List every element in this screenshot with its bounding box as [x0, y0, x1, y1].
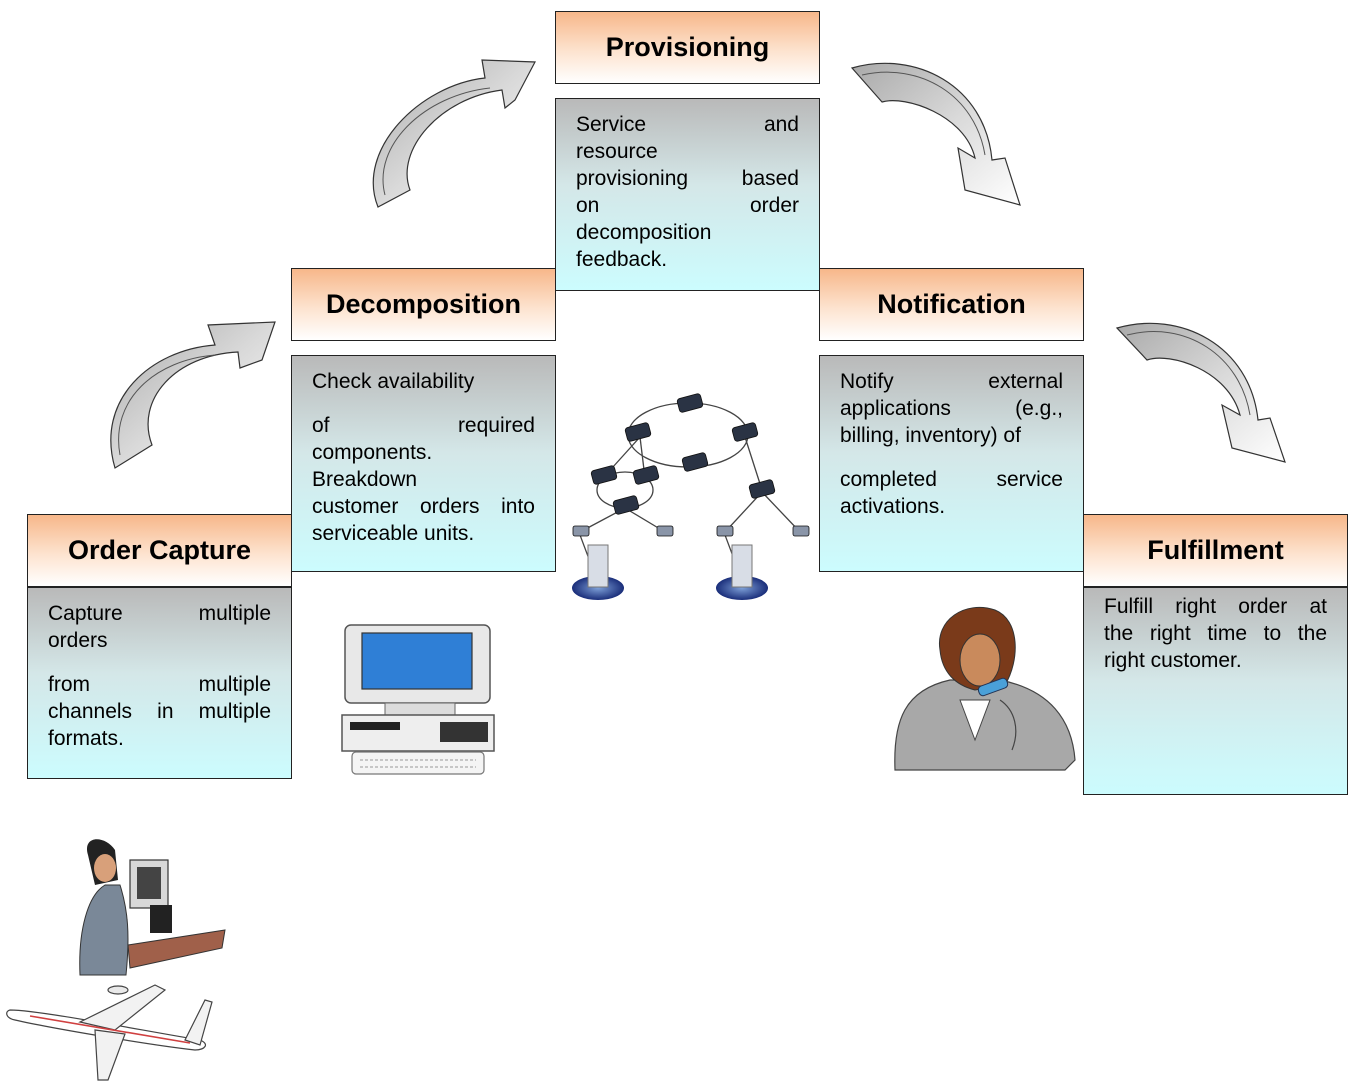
provisioning-line: resource	[576, 140, 658, 163]
provisioning-description: Service and resource provisioning based …	[555, 98, 820, 291]
provisioning-line: on order	[576, 194, 799, 217]
fulfillment-title: Fulfillment	[1083, 514, 1348, 587]
order-capture-line: Capture multiple	[48, 602, 271, 625]
order-capture-title-text: Order Capture	[67, 535, 252, 565]
decomposition-line: customer orders into	[312, 495, 535, 518]
curved-arrow-icon	[110, 321, 276, 469]
fulfillment-line: the right time to the	[1104, 622, 1327, 645]
fulfillment-title-text: Fulfillment	[1147, 535, 1284, 565]
notification-line: billing, inventory) of	[840, 424, 1021, 447]
server-icon	[572, 544, 768, 600]
computer-icon	[341, 624, 495, 775]
decomposition-para1: Check availability	[312, 370, 475, 393]
decomposition-title: Decomposition	[291, 268, 556, 341]
decomposition-description: Check availability of required component…	[291, 355, 556, 572]
phone-woman-icon	[894, 606, 1076, 771]
decomposition-line: components.	[312, 441, 433, 464]
notification-title: Notification	[819, 268, 1084, 341]
fulfillment-description: Fulfill right order at the right time to…	[1083, 587, 1348, 795]
provisioning-line: decomposition	[576, 221, 712, 244]
curved-arrow-icon	[372, 59, 536, 208]
provisioning-line: provisioning based	[576, 167, 799, 190]
airplane-icon	[6, 984, 213, 1081]
decomposition-line: serviceable units.	[312, 522, 475, 545]
order-capture-description: Capture multiple orders from multiple ch…	[27, 587, 292, 779]
decomposition-line: Breakdown	[312, 468, 418, 491]
provisioning-line: feedback.	[576, 248, 668, 271]
provisioning-title: Provisioning	[555, 11, 820, 84]
order-capture-line: orders	[48, 629, 108, 652]
order-capture-line: formats.	[48, 727, 124, 750]
order-capture-line: channels in multiple	[48, 700, 271, 723]
provisioning-line: Service and	[576, 113, 799, 136]
curved-arrow-icon	[850, 62, 1021, 206]
provisioning-title-text: Provisioning	[605, 32, 770, 62]
notification-description: Notify external applications (e.g., bill…	[819, 355, 1084, 572]
decomposition-line: of required	[312, 414, 535, 437]
order-capture-line: from multiple	[48, 673, 271, 696]
notification-line: applications (e.g.,	[840, 397, 1063, 420]
fulfillment-line: right customer.	[1104, 649, 1242, 672]
network-topology-icon	[572, 393, 810, 537]
decomposition-title-text: Decomposition	[325, 289, 521, 319]
notification-line: activations.	[840, 495, 946, 518]
fulfillment-line: Fulfill right order at	[1104, 595, 1327, 618]
curved-arrow-icon	[1115, 322, 1286, 463]
woman-at-computer-icon	[79, 839, 226, 976]
notification-line: Notify external	[840, 370, 1063, 393]
order-capture-title: Order Capture	[27, 514, 292, 587]
notification-title-text: Notification	[877, 289, 1026, 319]
notification-line: completed service	[840, 468, 1063, 491]
